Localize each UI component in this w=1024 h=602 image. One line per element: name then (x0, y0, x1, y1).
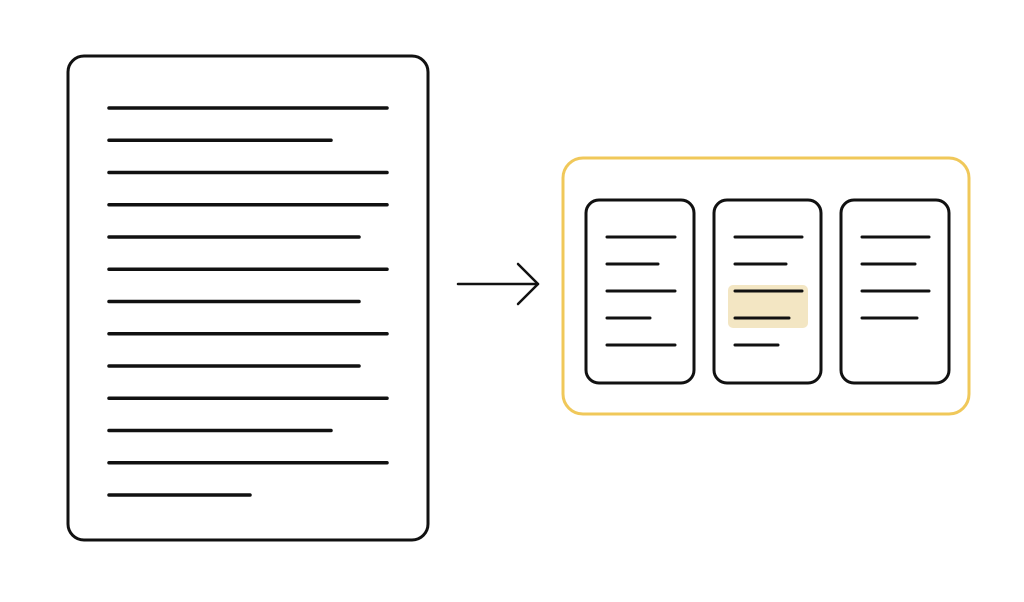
right-arrow-icon (456, 262, 540, 306)
chunk-card-3 (839, 198, 951, 385)
source-document-frame (66, 54, 430, 542)
source-document-lines (107, 106, 389, 497)
chunk-card-2 (712, 198, 823, 385)
chunk-lines (733, 235, 804, 347)
chunk-lines (605, 235, 677, 347)
chunk-lines (860, 235, 931, 320)
source-document (66, 54, 430, 542)
chunks-container (561, 156, 971, 416)
chunk-card-1 (584, 198, 696, 385)
